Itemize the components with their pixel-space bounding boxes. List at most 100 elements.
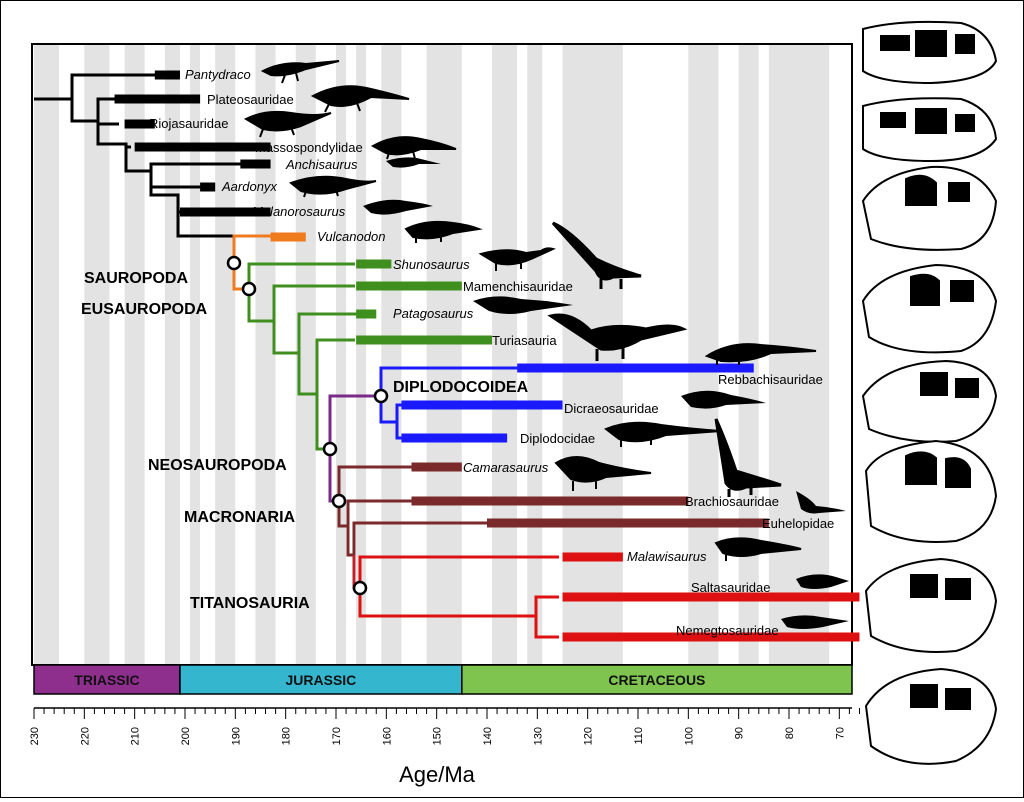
taxon-label: Riojasauridae [149, 116, 229, 131]
saltasaurus-silhouette [796, 574, 849, 589]
taxon-label: Aardonyx [221, 179, 277, 194]
taxon-range-bar [411, 462, 462, 472]
period-box [179, 664, 463, 695]
stage-band [109, 44, 125, 665]
taxon-label: Vulcanodon [317, 229, 385, 244]
period-label: CRETACEOUS [608, 672, 705, 688]
taxon-range-bar [356, 335, 493, 345]
taxon-label: Rebbachisauridae [718, 372, 823, 387]
patagosaurus-silhouette [473, 296, 573, 314]
nemegtosaurus-silhouette [781, 615, 849, 629]
axis-tick-label: 120 [583, 727, 595, 745]
stage-band [426, 44, 462, 665]
dinosaur-silhouettes [243, 60, 849, 629]
stage-band [59, 44, 85, 665]
skull-camarasaurus-icon [864, 439, 998, 543]
axis-tick-label: 110 [633, 727, 645, 745]
diplodocus-silhouette [603, 421, 722, 447]
taxon-range-bar [270, 232, 306, 242]
vulcanodon-silhouette [404, 220, 483, 243]
stage-band [235, 44, 256, 665]
skull-plateosaurus-icon [862, 97, 998, 163]
mamenchisaurus-silhouette [551, 221, 642, 289]
aardonyx-silhouette [288, 175, 377, 198]
taxon-range-bar [401, 400, 563, 410]
taxon-label: Mamenchisauridae [463, 279, 573, 294]
stage-band [768, 44, 830, 665]
axis-tick-label: 160 [381, 727, 393, 745]
taxon-label: Euhelopidae [762, 516, 834, 531]
taxon-label: Melanorosaurus [252, 204, 346, 219]
massospondylus-silhouette [370, 136, 457, 160]
turiasaurus-silhouette [547, 313, 688, 361]
taxon-label: Massospondylidae [255, 140, 363, 155]
taxon-range-bar [356, 281, 462, 291]
taxon-range-bar [114, 94, 201, 104]
taxon-label: Diplodocidae [520, 431, 595, 446]
stratigraphic-range-bars [114, 70, 860, 642]
stage-band [335, 44, 347, 665]
skull-illustrations [861, 20, 998, 765]
skull-brachiosaurus-icon [864, 557, 998, 653]
axis-title: Age/Ma [399, 762, 476, 787]
axis-tick-label: 90 [734, 727, 746, 739]
taxon-range-bar [411, 496, 689, 506]
stage-band [34, 44, 60, 665]
node-neosauropoda [322, 441, 338, 457]
stage-band [144, 44, 165, 665]
axis-tick-label: 220 [79, 727, 91, 745]
taxon-label: Pantydraco [185, 67, 251, 82]
stage-band [492, 44, 518, 665]
taxon-range-bar [356, 309, 377, 319]
axis-tick-label: 140 [482, 727, 494, 745]
period-box [461, 664, 853, 695]
taxon-range-bar [562, 592, 860, 602]
stage-band [461, 44, 493, 665]
clade-label-titanosauria: TITANOSAURIA [190, 595, 310, 612]
node-macronaria [331, 493, 347, 509]
axis-tick-label: 190 [230, 727, 242, 745]
stage-band [517, 44, 528, 665]
node-eusauropoda [241, 281, 257, 297]
stage-band [542, 44, 563, 665]
dicraeosaurus-silhouette [681, 390, 766, 409]
plateosaurus-silhouette [310, 85, 410, 113]
stage-band [356, 44, 367, 665]
taxon-range-bar [562, 552, 623, 562]
taxon-range-bar [124, 119, 155, 129]
axis-tick-label: 150 [432, 727, 444, 745]
taxon-range-bar [356, 259, 392, 269]
anchisaurus-silhouette [386, 157, 441, 168]
taxon-label: Nemegtosauridae [676, 623, 779, 638]
clade-label-diplodocoidea: DIPLODOCOIDEA [393, 379, 529, 396]
skull-shunosaurus-icon [861, 165, 998, 251]
period-box [33, 664, 181, 695]
taxon-label: Shunosaurus [393, 257, 470, 272]
clade-labels: SAUROPODA EUSAUROPODA NEOSAUROPODA DIPLO… [81, 270, 529, 612]
stage-band [829, 44, 860, 665]
clade-label-sauropoda: SAUROPODA [84, 270, 188, 287]
taxon-range-bar [154, 70, 180, 80]
taxon-range-bar [134, 142, 271, 152]
stage-band [315, 44, 336, 665]
taxon-range-bar [401, 433, 508, 443]
taxon-label: Anchisaurus [285, 157, 358, 172]
axis-tick-label: 230 [29, 727, 41, 745]
stage-band [179, 44, 191, 665]
axis-tick-label: 80 [784, 727, 796, 739]
node-sauropoda [226, 255, 242, 271]
stage-band [215, 44, 236, 665]
axis-tick-label: 170 [331, 727, 343, 745]
node-diplodocoidea [373, 388, 389, 404]
taxon-label: Turiasauria [492, 333, 557, 348]
stage-band [124, 44, 145, 665]
taxon-labels: Pantydraco Plateosauridae Riojasauridae … [149, 67, 834, 638]
skull-mamenchisaurus-icon [861, 263, 998, 354]
axis-tick-label: 130 [532, 727, 544, 745]
stage-band [527, 44, 543, 665]
taxon-range-bar [517, 363, 754, 373]
taxon-label: Brachiosauridae [685, 494, 779, 509]
clade-label-macronaria: MACRONARIA [184, 509, 296, 526]
euhelopus-silhouette [796, 491, 846, 514]
